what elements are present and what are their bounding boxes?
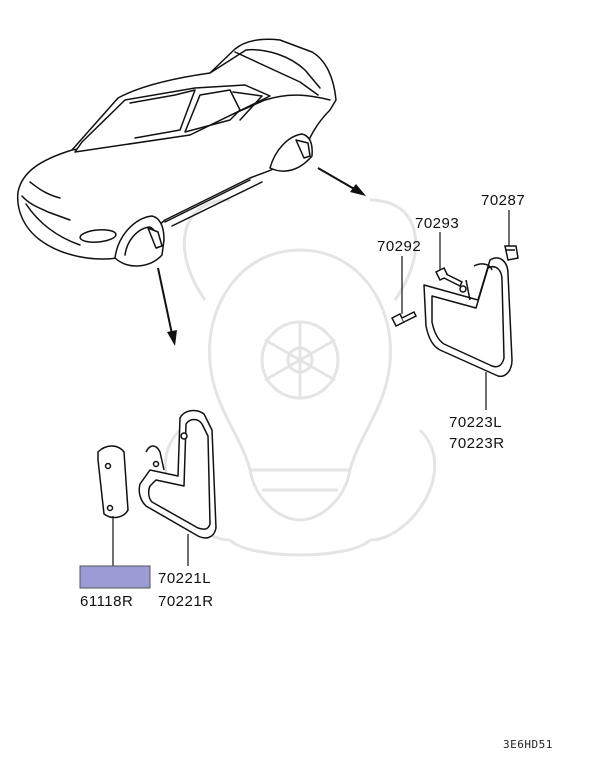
clip-70287 bbox=[504, 245, 519, 261]
rear-mud-flap bbox=[423, 257, 513, 378]
part-number-70223L[interactable]: 70223L bbox=[449, 414, 503, 431]
part-number-70221L[interactable]: 70221L bbox=[158, 570, 212, 587]
car-illustration bbox=[16, 38, 337, 267]
bolt-70293 bbox=[434, 266, 464, 288]
part-number-70221R[interactable]: 70221R bbox=[158, 593, 214, 610]
leader-lines bbox=[112, 210, 510, 566]
part-number-70293[interactable]: 70293 bbox=[415, 215, 460, 232]
sticker-61118R bbox=[97, 445, 129, 519]
watermark-emblem bbox=[163, 198, 437, 557]
diagram-code: 3E6HD51 bbox=[503, 738, 553, 751]
screw-70292 bbox=[390, 310, 418, 328]
front-mud-flap bbox=[138, 409, 217, 539]
part-number-70292[interactable]: 70292 bbox=[377, 238, 422, 255]
arrows bbox=[157, 167, 366, 346]
part-number-70223R[interactable]: 70223R bbox=[449, 435, 505, 452]
part-highlight-61118R bbox=[79, 565, 151, 589]
part-number-70287[interactable]: 70287 bbox=[481, 192, 526, 209]
part-number-61118R[interactable]: 61118R bbox=[80, 593, 134, 610]
